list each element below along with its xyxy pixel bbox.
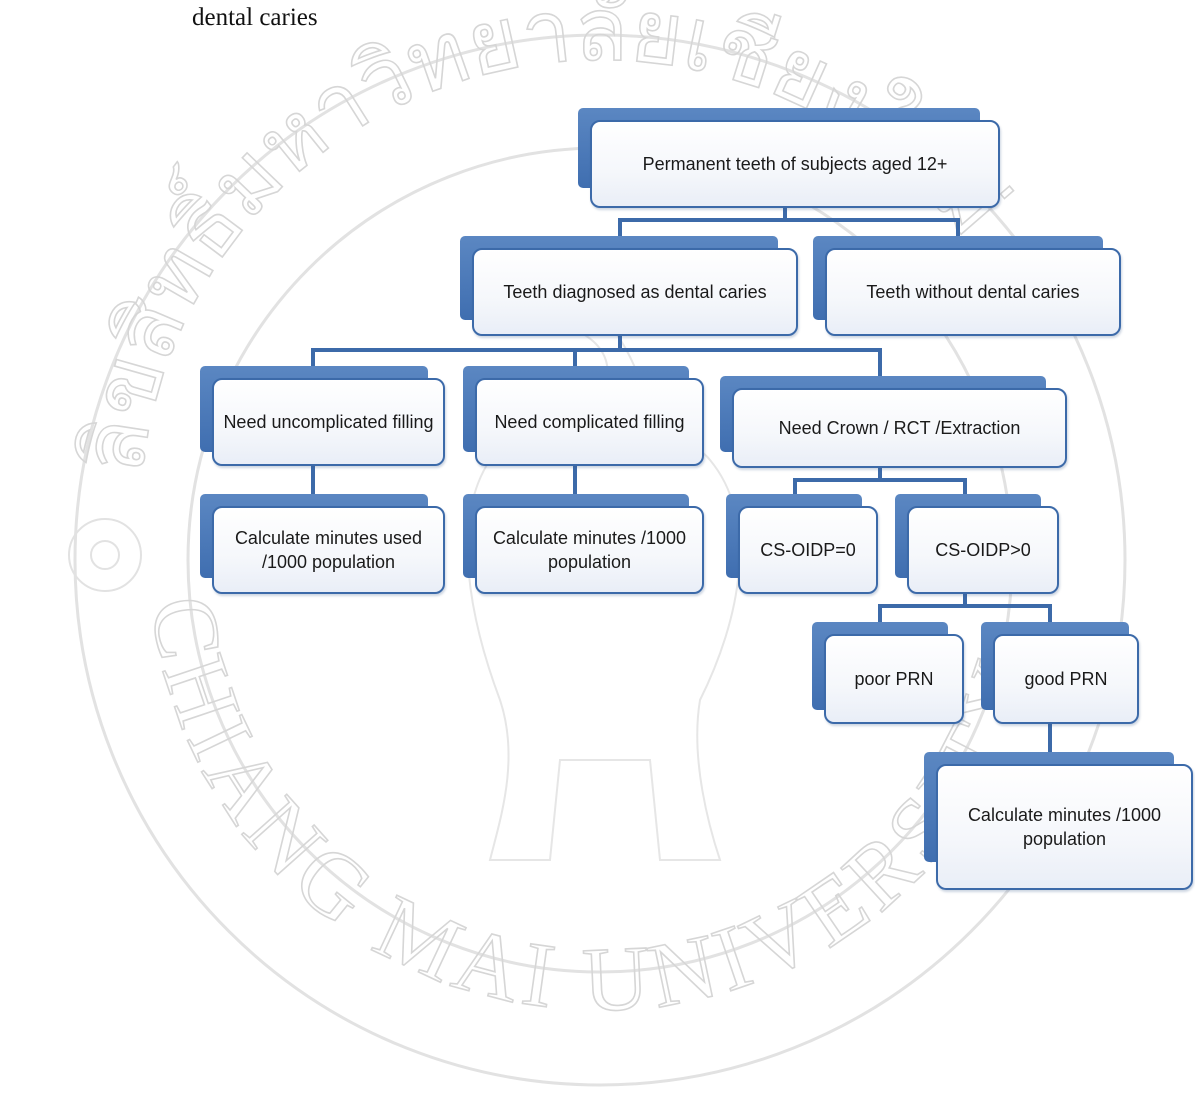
node-oidp-zero-label: CS-OIDP=0 [760, 540, 856, 560]
node-calc-complicated-label: Calculate minutes /1000 population [492, 528, 687, 572]
node-good-prn-label: good PRN [1024, 669, 1108, 689]
node-uncomplicated-label: Need uncomplicated filling [223, 412, 434, 432]
connector-oidp-to-prn [878, 594, 1052, 624]
page-heading: dental caries [192, 4, 318, 31]
connector-caries-to-level2 [311, 334, 882, 380]
node-no-caries-label: Teeth without dental caries [866, 282, 1080, 302]
node-calc-uncomplicated-label: Calculate minutes used /1000 population [234, 528, 423, 572]
connector-crown-to-oidp [793, 463, 967, 496]
node-complicated-label: Need complicated filling [494, 412, 685, 432]
node-caries-label: Teeth diagnosed as dental caries [503, 282, 767, 302]
node-poor-prn-label: poor PRN [854, 669, 934, 689]
node-calc-good-label: Calculate minutes /1000 population [967, 805, 1162, 849]
connector-root-to-level1 [618, 206, 960, 240]
node-root-label: Permanent teeth of subjects aged 12+ [642, 154, 948, 174]
node-oidp-pos-label: CS-OIDP>0 [935, 540, 1031, 560]
node-crown-label: Need Crown / RCT /Extraction [778, 418, 1021, 438]
